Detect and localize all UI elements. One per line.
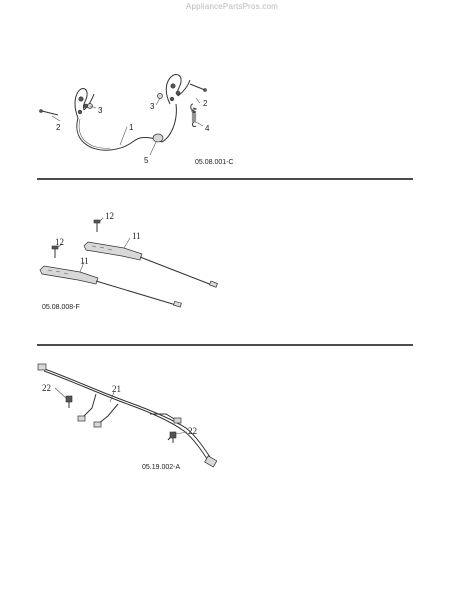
callout-11-bottom: 11 (80, 256, 89, 266)
watermark-text: AppliancePartsPros.com (186, 2, 278, 11)
figure-code-3: 05.19.002-A (142, 464, 180, 471)
callout-2-left: 2 (56, 123, 61, 132)
cable (76, 103, 177, 151)
connector-end-right (204, 455, 218, 468)
section-3-wire-harness: 22 21 22 05.19.002-A (37, 363, 218, 471)
callout-5: 5 (144, 156, 149, 165)
pin-left (39, 109, 59, 116)
connector-branch-1 (77, 415, 86, 422)
wire-harness (41, 367, 213, 461)
spring (190, 103, 198, 127)
nut-right (157, 93, 163, 99)
left-bracket (74, 88, 95, 119)
right-bracket (165, 74, 191, 105)
callout-3-right: 3 (150, 102, 155, 111)
connector-branch-3 (173, 417, 182, 424)
connector-branch-2 (93, 421, 102, 428)
figure-code-2: 05.08.008-F (42, 304, 80, 311)
sensor-upper (83, 241, 218, 288)
callout-4: 4 (205, 124, 210, 133)
screw-top (93, 219, 101, 232)
callout-21: 21 (112, 384, 121, 394)
clip-right (169, 431, 177, 443)
callout-3-left: 3 (98, 106, 103, 115)
callout-22-left: 22 (42, 383, 51, 393)
cable-clamp (152, 133, 164, 143)
callout-1: 1 (129, 123, 134, 132)
callout-11-top: 11 (132, 231, 141, 241)
clip-left (65, 395, 73, 408)
callout-2-right: 2 (203, 99, 208, 108)
sensor-lower (39, 265, 182, 308)
figure-code-1: 05.08.001-C (195, 159, 234, 166)
section-2-sensor-assembly: 12 12 11 11 05.08.008-F (39, 211, 218, 311)
callout-22-right: 22 (188, 426, 197, 436)
pin-right (189, 83, 207, 92)
callout-12-left: 12 (55, 237, 64, 247)
section-1-cable-assembly: 2 3 1 3 2 4 5 05.08.001-C (39, 74, 234, 166)
callout-12-top: 12 (105, 211, 114, 221)
connector-end-left (37, 363, 47, 371)
